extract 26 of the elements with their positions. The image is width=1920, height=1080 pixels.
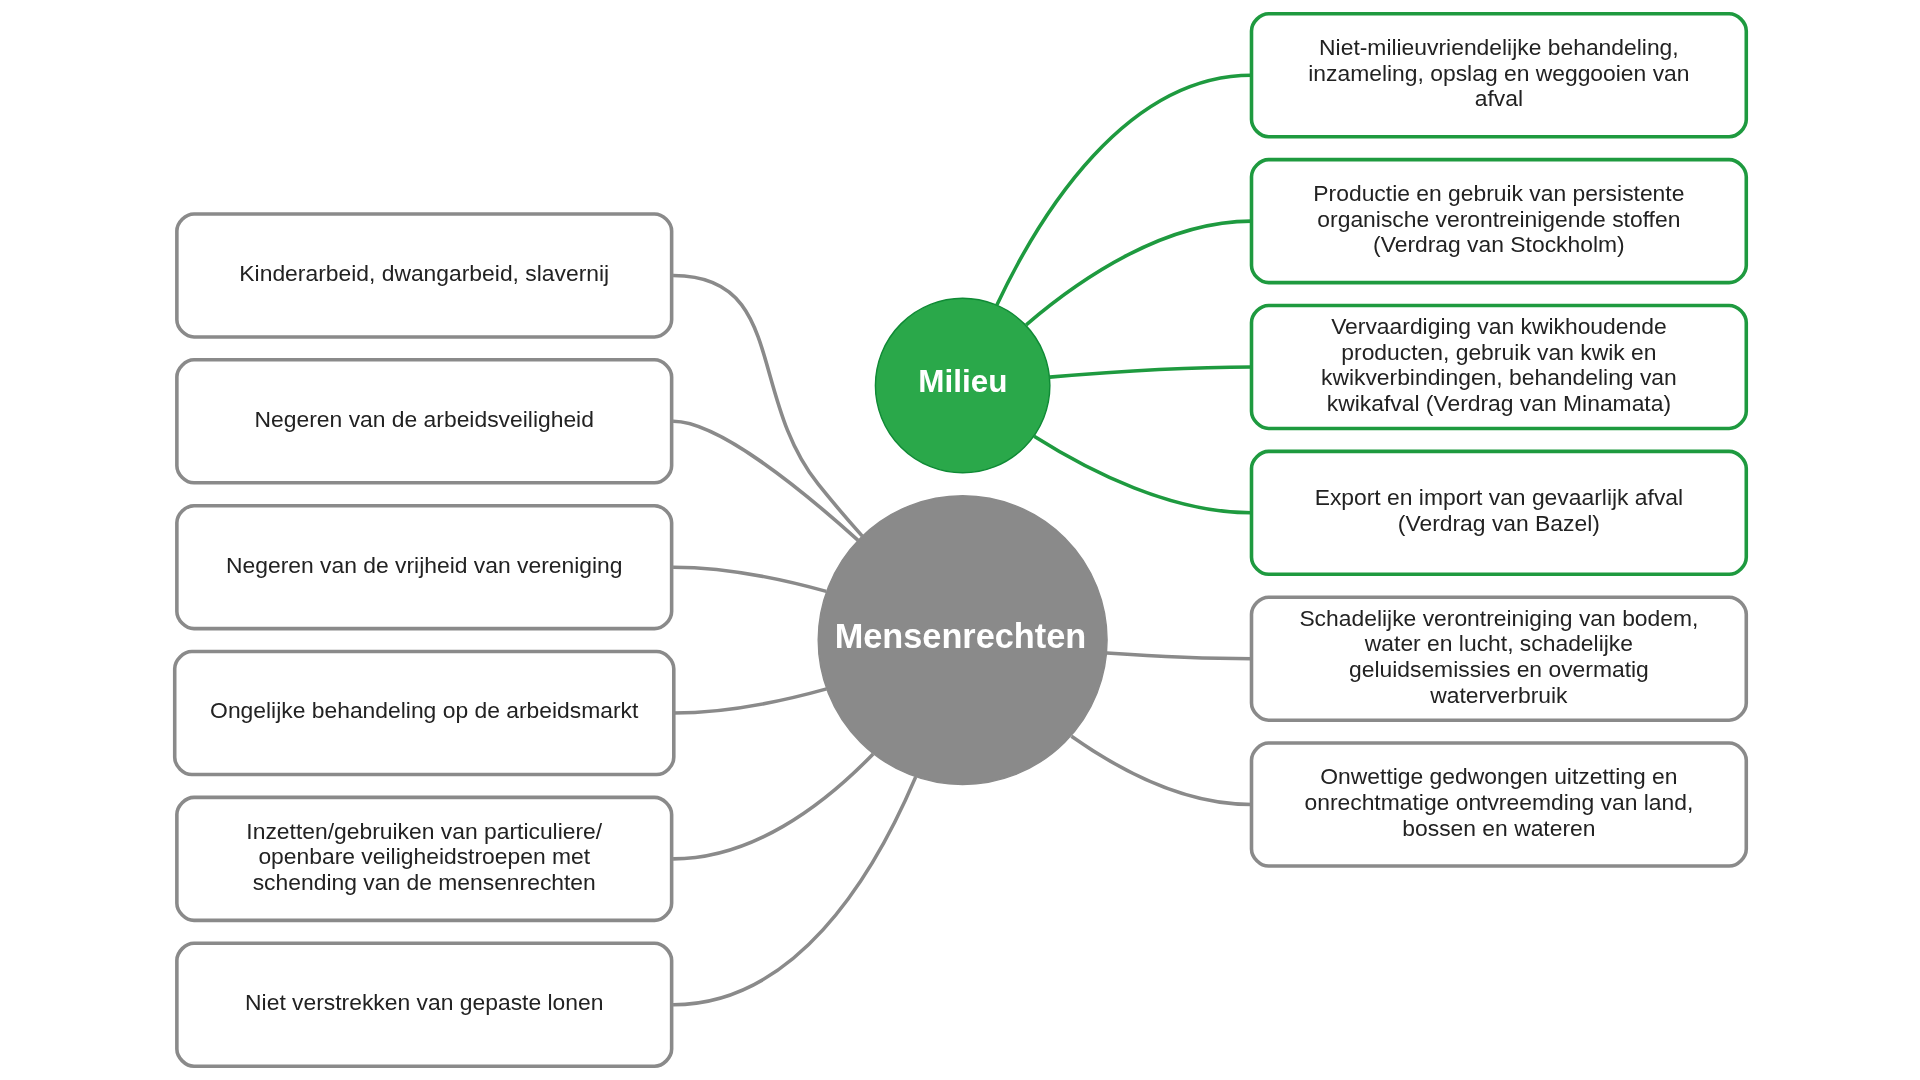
- node-circle: Mensenrechten: [817, 494, 1108, 786]
- node-circle: Milieu: [874, 297, 1051, 474]
- connector: [1106, 651, 1251, 661]
- node-box: Niet-milieuvriendelijke behandeling, inzameling, opslag en weggooien van afval: [1249, 11, 1748, 139]
- connector: [672, 776, 917, 1007]
- connector: [1024, 219, 1252, 327]
- connector: [994, 73, 1252, 307]
- connector: [1048, 365, 1251, 379]
- node-box: Schadelijke verontreiniging van bodem, water en lucht, schadelijke geluidsemissies en overmatig waterverbruik: [1249, 595, 1748, 722]
- node-box: Negeren van de arbeidsveiligheid: [174, 358, 673, 485]
- connector: [1069, 734, 1252, 807]
- connector: [673, 687, 827, 715]
- node-box: Niet verstrekken van gepaste lonen: [174, 941, 673, 1069]
- connector: [672, 565, 827, 594]
- node-box: Negeren van de vrijheid van vereniging: [174, 503, 673, 631]
- node-box: Vervaardiging van kwikhoudende producten, gebruik van kwik en kwikverbindingen, behandeling van kwikafval (Verdrag van Minamata): [1249, 303, 1748, 431]
- node-box: Productie en gebruik van persistente organische verontreinigende stoffen (Verdrag van Stockholm): [1249, 157, 1748, 285]
- connector: [672, 752, 874, 861]
- node-box: Inzetten/gebruiken van particuliere/ openbare veiligheidstroepen met schending van de mensenrechten: [174, 795, 673, 923]
- connector: [672, 273, 864, 538]
- node-box: Ongelijke behandeling op de arbeidsmarkt: [172, 649, 676, 777]
- node-box: Kinderarbeid, dwangarbeid, slavernij: [174, 212, 673, 339]
- connector: [672, 419, 859, 542]
- node-box: Onwettige gedwongen uitzetting en onrechtmatige ontvreemding van land, bossen en wateren: [1249, 741, 1748, 868]
- connector: [1032, 434, 1252, 515]
- node-box: Export en import van gevaarlijk afval (Verdrag van Bazel): [1249, 449, 1748, 577]
